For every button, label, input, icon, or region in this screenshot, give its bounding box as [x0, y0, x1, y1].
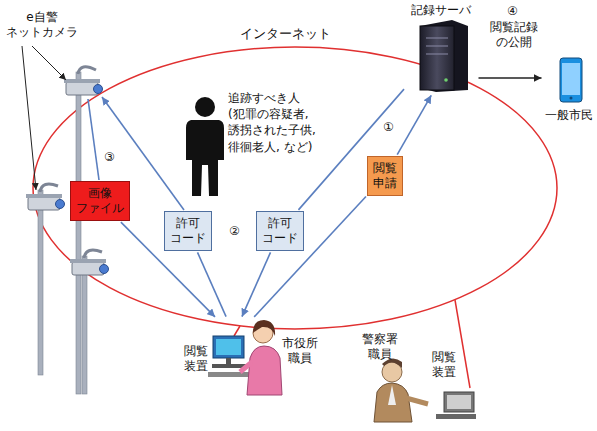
illustration-node: 一般市民: [543, 56, 595, 128]
terminal-icon: [436, 392, 476, 419]
person-silhouette: [186, 97, 224, 196]
camera-pole: [64, 67, 103, 394]
illustration-node: 警察署 職員閲覧 装置: [358, 328, 480, 426]
connector: [397, 95, 431, 154]
process-box: 閲覧 申請: [367, 156, 403, 196]
camera-pole: [70, 250, 109, 394]
police-figure: [374, 358, 428, 422]
node-text: 許可 コード: [170, 216, 206, 246]
terminal-icon: [208, 336, 252, 377]
node-text: 記録サーバ: [405, 3, 477, 18]
callout-number: ①: [383, 120, 394, 135]
callout-number: ③: [104, 150, 115, 165]
callout-number: ②: [229, 224, 240, 239]
process-box: 画像 ファイル: [70, 181, 130, 221]
node-text: 警察署 職員: [362, 332, 398, 362]
text-label: 追跡すべき人 (犯罪の容疑者, 誘拐された子供, 徘徊老人, など): [228, 90, 344, 155]
node-text: 市役所 職員: [282, 336, 318, 366]
node-text: 画像 ファイル: [76, 186, 124, 216]
connector: [479, 77, 542, 79]
callout-number: ④: [507, 4, 518, 19]
smartphone-icon: [560, 58, 582, 102]
server-icon: [420, 20, 468, 92]
internet-ellipse: [33, 47, 557, 329]
process-box: 許可 コード: [164, 211, 212, 251]
text-label: インターネット: [240, 26, 331, 42]
node-text: 閲覧 申請: [373, 161, 397, 191]
text-label: e自警 ネットカメラ: [6, 10, 78, 40]
process-box: 許可 コード: [256, 211, 304, 251]
node-text: 閲覧 装置: [432, 350, 456, 380]
leader-arrow: [32, 46, 66, 80]
illustration-node: 閲覧 装置 市役所 職員: [180, 318, 322, 396]
connector: [298, 89, 404, 210]
connector: [197, 252, 226, 316]
flow-line: [88, 99, 99, 180]
node-text: 閲覧 装置: [184, 344, 208, 374]
network-link: [455, 300, 470, 388]
clerk-figure: [240, 320, 282, 395]
connector: [242, 252, 271, 316]
camera-pole: [26, 184, 65, 375]
node-text: 許可 コード: [262, 216, 298, 246]
illustration-node: 記録サーバ: [405, 2, 477, 94]
text-label: 閲覧記録 の公開: [490, 20, 538, 50]
node-text: 一般市民: [543, 108, 595, 123]
leader-arrow: [22, 46, 36, 190]
connector: [254, 196, 366, 316]
network-link: [234, 326, 240, 336]
